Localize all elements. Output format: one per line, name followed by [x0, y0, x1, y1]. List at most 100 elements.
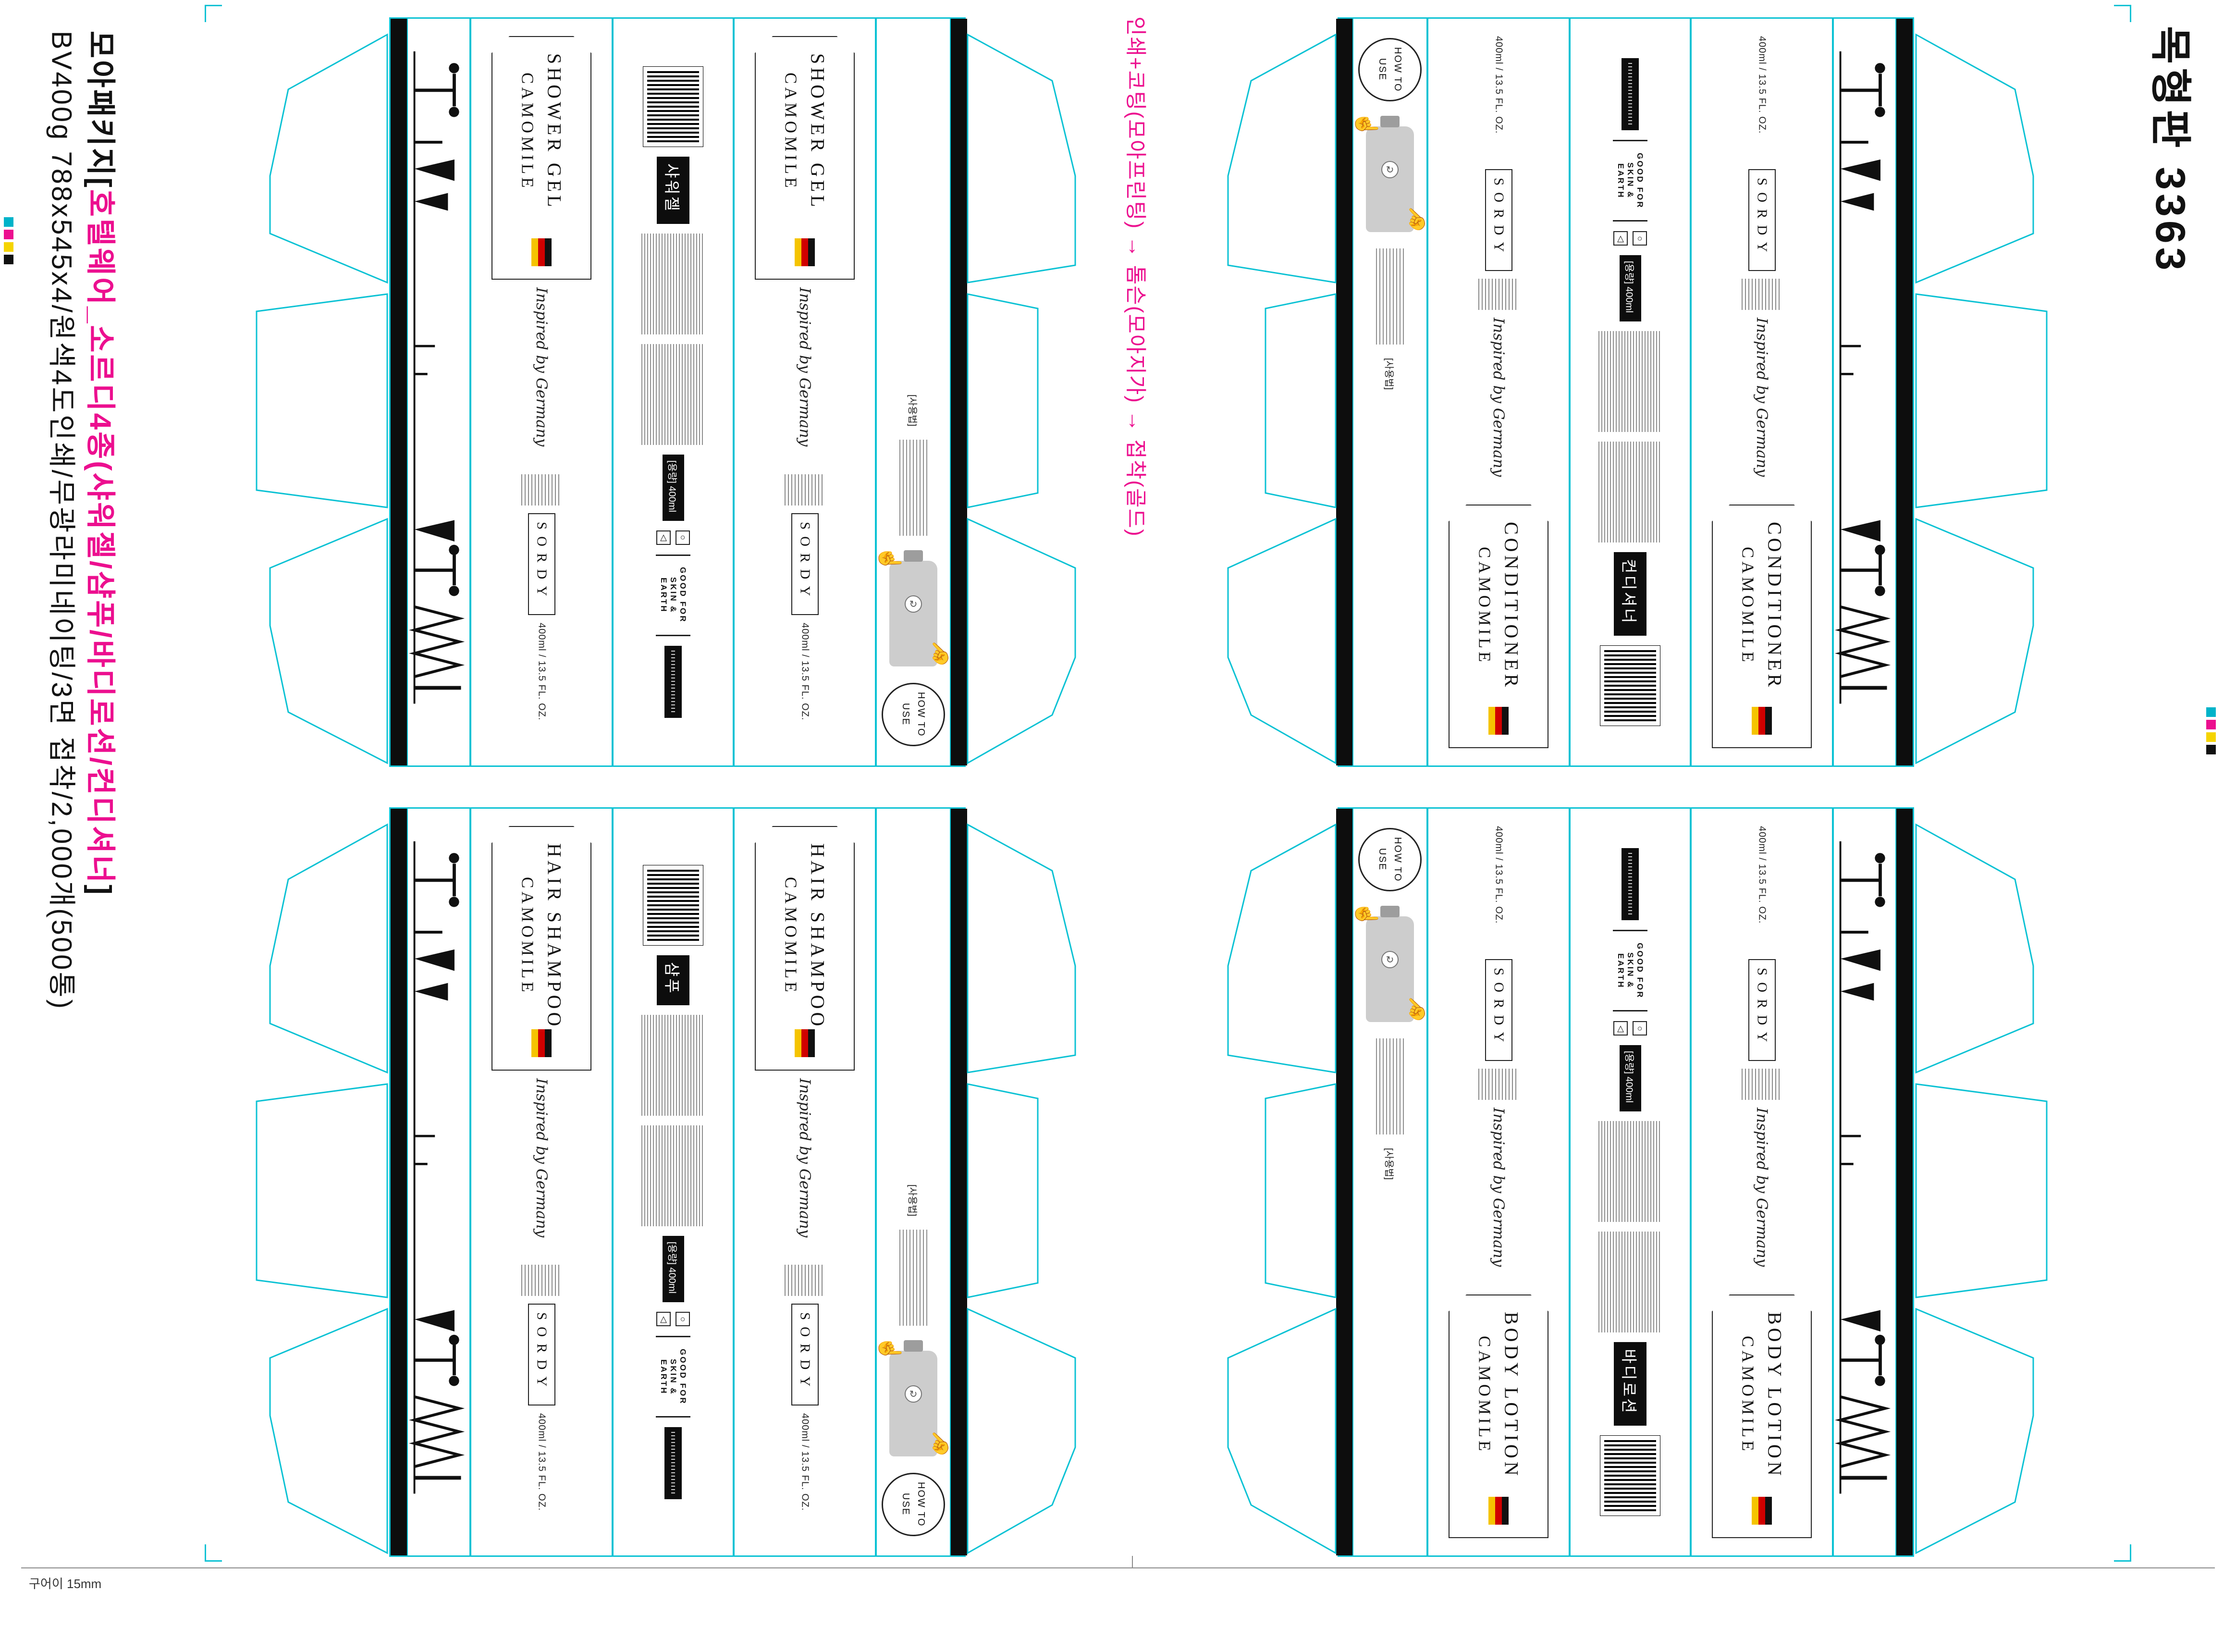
label-frame: BODY LOTION CAMOMILE: [1712, 1294, 1812, 1538]
color-registration-mark: [2206, 707, 2216, 754]
dieline-flaps-right: [1227, 33, 1337, 764]
city-silhouette-art: [1835, 51, 1891, 704]
package-dieline-shower-gel: SHOWER GEL CAMOMILE Inspired by Germany …: [216, 17, 1093, 767]
fine-print-placeholder: [1478, 1069, 1519, 1100]
german-flag-icon: [531, 238, 552, 267]
hand-icon: ☝: [1354, 901, 1378, 928]
pump-icon: ↻: [905, 595, 922, 613]
capacity-chip: [용량] 400ml: [1619, 255, 1641, 322]
crop-mark-icon: [2114, 5, 2131, 22]
product-name: CONDITIONER CAMOMILE: [1738, 521, 1786, 690]
certification-icons: △ ○: [1613, 1021, 1647, 1036]
bottle-illustration: ↻ ☝ ☝: [1354, 111, 1426, 237]
certification-icons: △ ○: [656, 530, 690, 545]
black-edge-bar: [1336, 19, 1352, 765]
recycle-icon: △: [1613, 231, 1628, 246]
good-for-stamp: GOOD FOR SKIN & EARTH: [656, 554, 690, 636]
korean-product-name: 샤워젤: [657, 157, 689, 224]
ingredients-text-placeholder: [641, 233, 705, 334]
city-silhouette-art: [409, 841, 465, 1494]
brand-tagline: Inspired by Germany: [796, 1078, 813, 1238]
capacity-chip: [용량] 400ml: [662, 1236, 684, 1303]
how-to-use-badge: HOW TO USE: [1358, 38, 1422, 101]
brand-logo: SORDY: [528, 513, 555, 616]
label-frame: CONDITIONER CAMOMILE: [1712, 504, 1812, 748]
german-flag-icon: [1488, 707, 1509, 735]
fine-print-placeholder: [521, 474, 562, 505]
black-edge-bar: [1896, 809, 1913, 1555]
label-frame: SHOWER GEL CAMOMILE: [755, 36, 855, 280]
brand-logo: SORDY: [1485, 959, 1512, 1061]
bottle-shape: [1366, 906, 1414, 1022]
german-flag-icon: [1752, 1497, 1772, 1525]
color-registration-mark: [4, 217, 13, 264]
how-to-use-badge: HOW TO USE: [1358, 828, 1422, 891]
ingredients-text-placeholder: [1598, 442, 1662, 543]
dieline-flaps-left: [1915, 823, 2048, 1554]
label-frame: BODY LOTION CAMOMILE: [1449, 1294, 1548, 1538]
caution-text-placeholder: [641, 1125, 705, 1227]
usage-label: [사용법]: [1383, 358, 1394, 390]
how-to-use-panel: [사용법] ↻ ☝ ☝ HOW TO USE: [1352, 809, 1427, 1555]
capacity-chip: [용량] 400ml: [1619, 1045, 1641, 1112]
package-dieline-body-lotion: BODY LOTION CAMOMILE Inspired by Germany…: [1211, 807, 2087, 1557]
usage-label: [사용법]: [1383, 1148, 1394, 1180]
manufacturer-bar: [664, 1427, 682, 1500]
recycle-icon: △: [656, 1312, 671, 1327]
fine-print-placeholder: [785, 474, 825, 505]
volume-text: 400ml / 13.5 FL. OZ.: [1493, 826, 1504, 924]
brand-logo: SORDY: [1748, 169, 1776, 271]
crop-mark-icon: [205, 5, 222, 22]
ingredients-text-placeholder: [641, 1015, 705, 1116]
front-label-panel: SHOWER GEL CAMOMILE Inspired by Germany …: [470, 19, 613, 765]
korean-info-panel: 컨디셔너 [용량] 400ml △ ○ GOOD FOR SKIN & EART…: [1570, 19, 1691, 765]
fine-print-placeholder: [1742, 1069, 1782, 1100]
eco-icon: ○: [1633, 231, 1647, 246]
trim-line: [21, 1567, 2215, 1568]
korean-product-name: 바디로션: [1614, 1342, 1646, 1426]
pump-icon: ↻: [1381, 161, 1399, 178]
product-name: HAIR SHAMPOO CAMOMILE: [781, 843, 829, 1030]
city-silhouette-art: [1835, 841, 1891, 1494]
crop-mark-icon: [2114, 1544, 2131, 1562]
label-frame: CONDITIONER CAMOMILE: [1449, 504, 1548, 748]
brand-logo: SORDY: [791, 1303, 819, 1406]
black-edge-bar: [1336, 809, 1352, 1555]
product-name: SHOWER GEL CAMOMILE: [781, 53, 829, 210]
dieline-flaps-left: [1915, 33, 2048, 764]
brand-logo: SORDY: [791, 513, 819, 616]
german-flag-icon: [531, 1029, 552, 1058]
workflow-note: 인쇄+코팅(모아프린팅) → 톰슨(모아지가) → 접착(골드): [1124, 16, 1147, 537]
eco-icon: ○: [676, 530, 690, 545]
black-edge-bar: [1896, 19, 1913, 765]
volume-text: 400ml / 13.5 FL. OZ.: [1493, 36, 1504, 134]
job-spec-line: BV400g 788x545x4/원색4도인쇄/무광라미네이팅/3면 접착/2,…: [46, 31, 77, 1011]
front-label-panel: BODY LOTION CAMOMILE Inspired by Germany…: [1691, 809, 1833, 1555]
good-for-stamp: GOOD FOR SKIN & EARTH: [1613, 930, 1647, 1012]
hand-icon: ☝: [878, 1335, 902, 1362]
brand-logo: SORDY: [1748, 959, 1776, 1061]
scenic-silhouette-panel: [407, 19, 470, 765]
fine-print-placeholder: [1742, 279, 1782, 310]
label-frame: HAIR SHAMPOO CAMOMILE: [755, 826, 855, 1071]
label-frame: HAIR SHAMPOO CAMOMILE: [491, 826, 591, 1071]
german-flag-icon: [795, 1029, 815, 1058]
certification-icons: △ ○: [1613, 231, 1647, 246]
product-name: HAIR SHAMPOO CAMOMILE: [518, 843, 565, 1030]
front-label-panel: CONDITIONER CAMOMILE Inspired by Germany…: [1691, 19, 1833, 765]
barcode: [1600, 645, 1660, 726]
brand-logo: SORDY: [1485, 169, 1512, 271]
product-name: BODY LOTION CAMOMILE: [1475, 1311, 1523, 1479]
caution-text-placeholder: [1598, 1121, 1662, 1222]
capacity-chip: [용량] 400ml: [662, 454, 684, 521]
printed-panels: BODY LOTION CAMOMILE Inspired by Germany…: [1336, 807, 1914, 1557]
usage-steps-placeholder: [1376, 1038, 1404, 1134]
eco-icon: ○: [1633, 1021, 1647, 1036]
bottle-shape: [889, 550, 937, 666]
dieline-flaps-right: [1227, 823, 1337, 1554]
dieline-flaps-left: [256, 33, 388, 764]
korean-product-name: 컨디셔너: [1614, 552, 1646, 636]
good-for-stamp: GOOD FOR SKIN & EARTH: [656, 1336, 690, 1418]
volume-text: 400ml / 13.5 FL. OZ.: [799, 623, 811, 721]
